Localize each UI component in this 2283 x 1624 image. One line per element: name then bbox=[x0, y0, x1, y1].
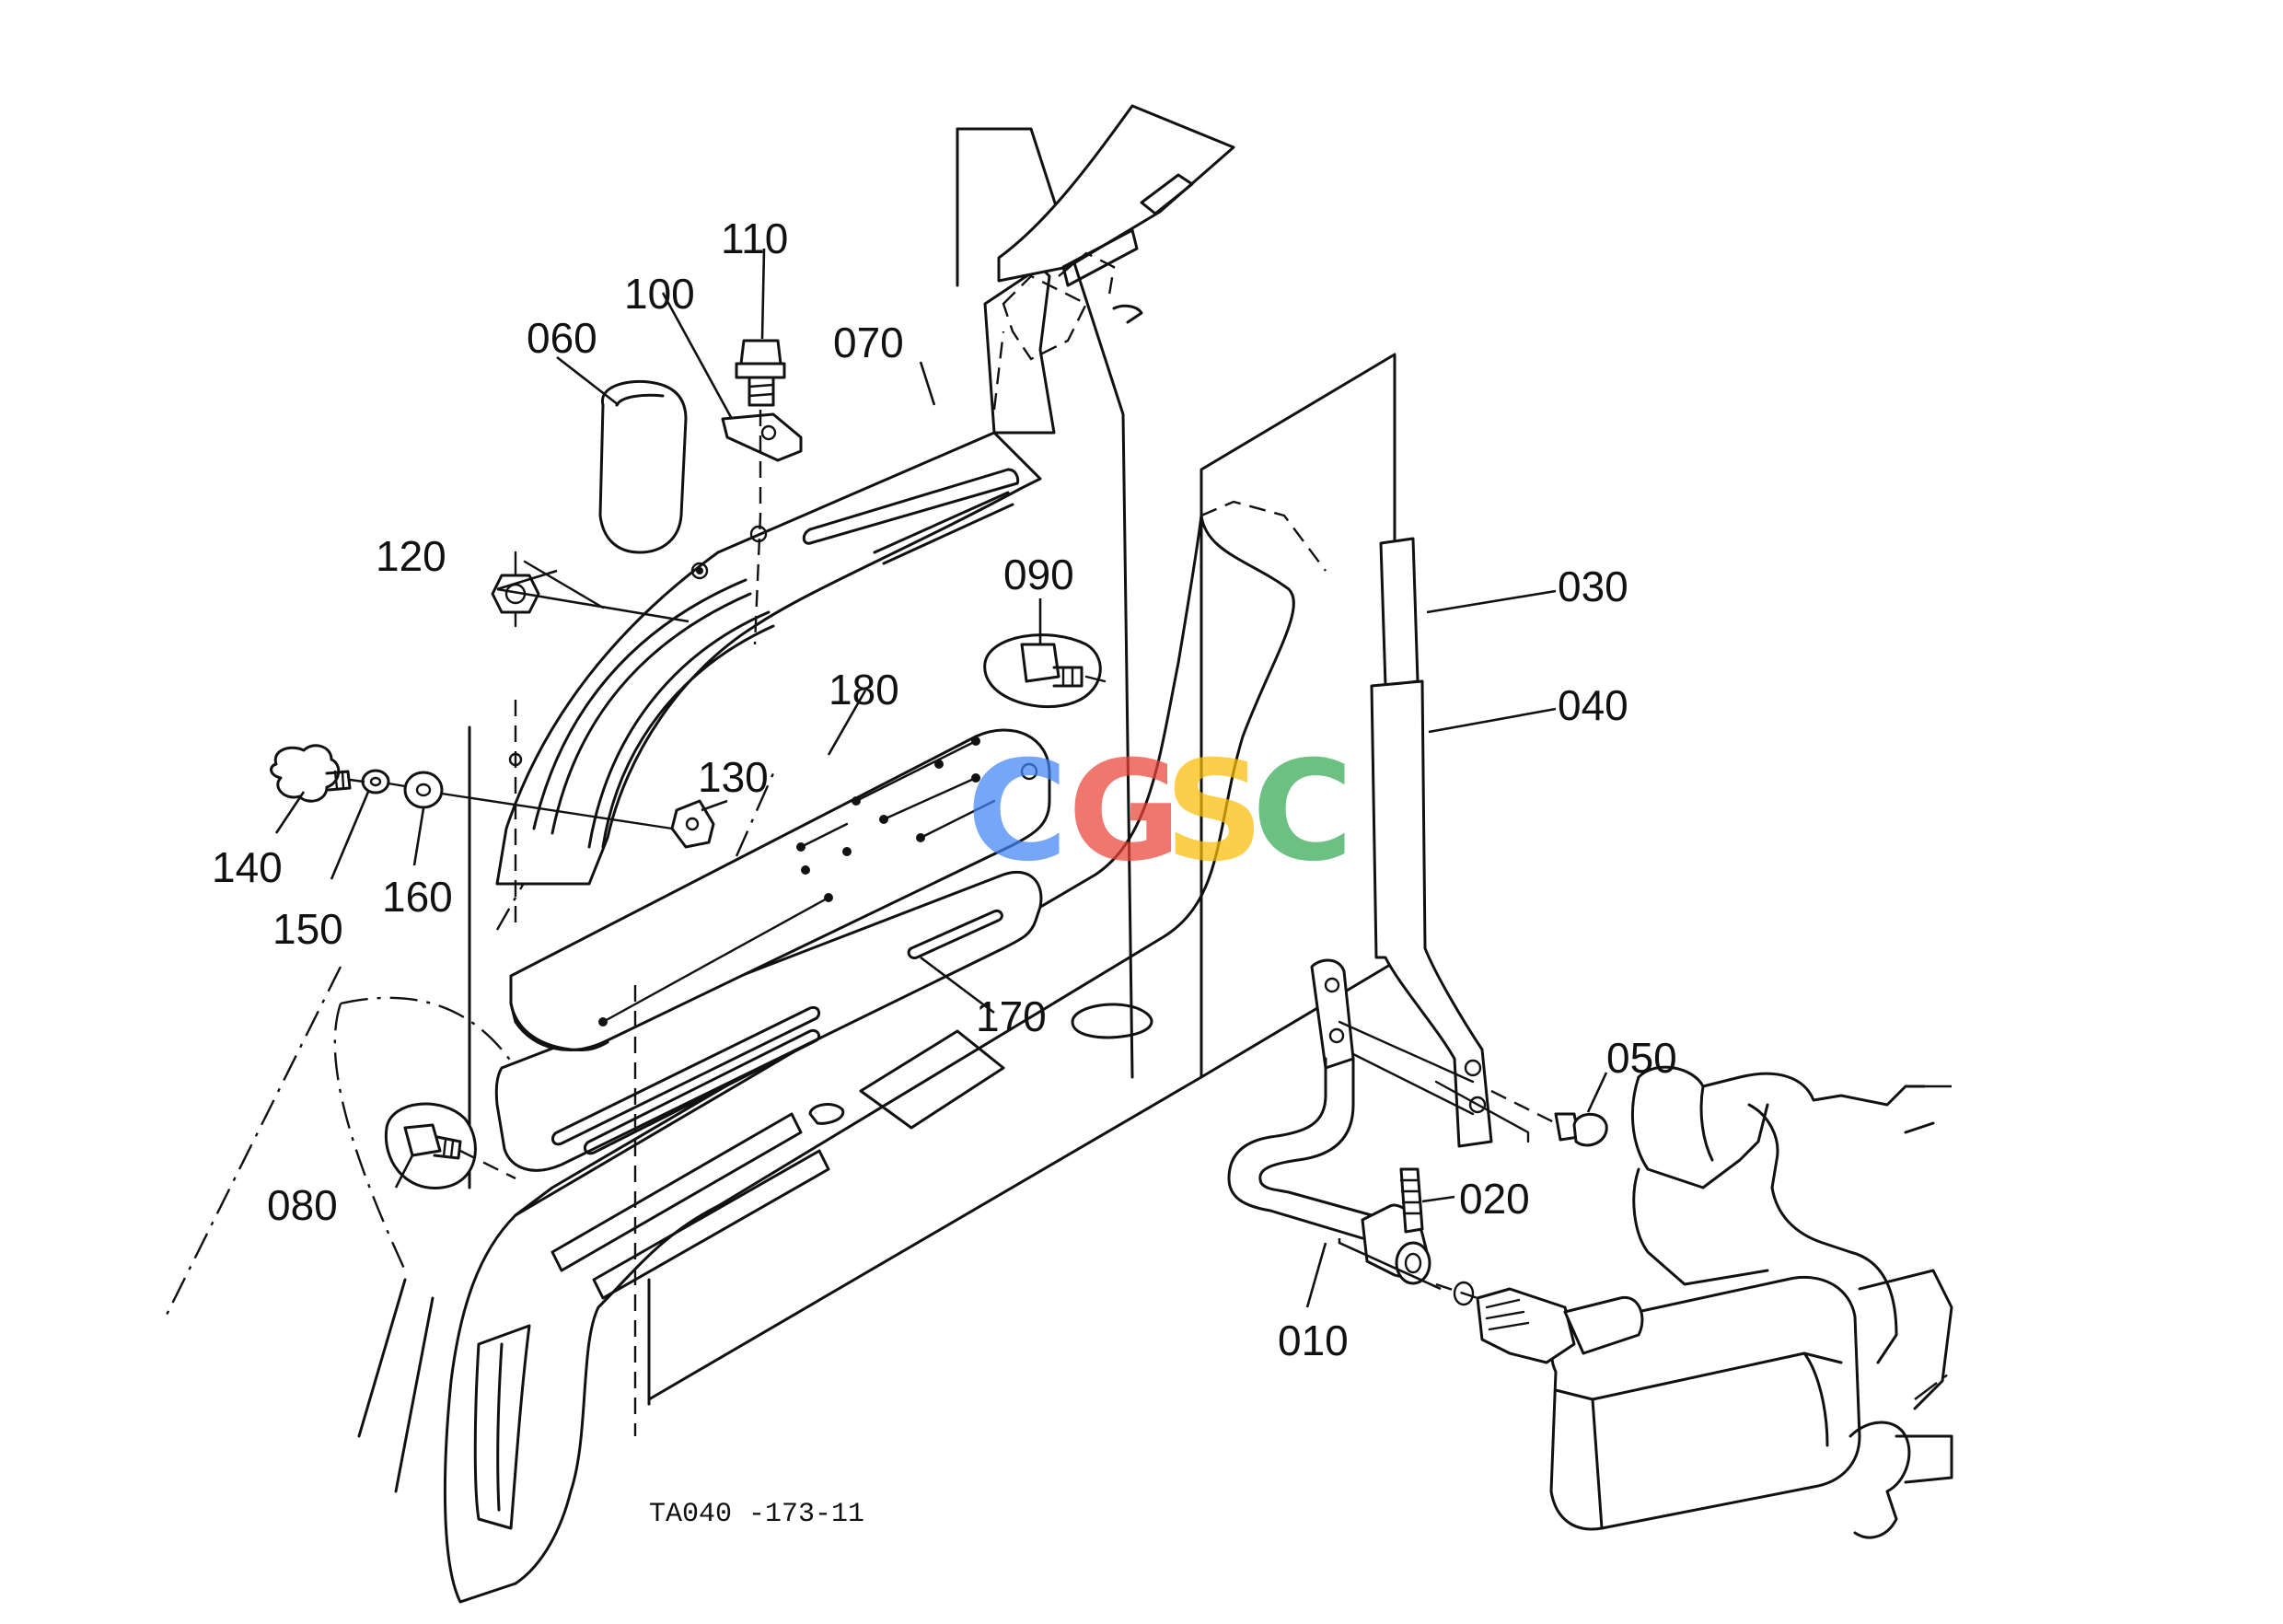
watermark-letter-4: C bbox=[1252, 732, 1353, 892]
bolt-090 bbox=[983, 633, 1107, 709]
watermark-letter-3: S bbox=[1165, 732, 1264, 892]
lever-030 bbox=[1379, 537, 1420, 688]
watermark: C G S C bbox=[967, 732, 1353, 892]
label-160[interactable]: 160 bbox=[382, 873, 453, 921]
bolt-080 bbox=[384, 1102, 516, 1189]
knob-060 bbox=[598, 379, 688, 554]
label-180[interactable]: 180 bbox=[829, 666, 899, 713]
nut-120 bbox=[491, 551, 605, 628]
label-040[interactable]: 040 bbox=[1558, 681, 1628, 729]
floor-body bbox=[443, 500, 1327, 1604]
leader-lines bbox=[274, 248, 1608, 1308]
part-labels: 010 020 030 040 050 060 070 080 090 100 … bbox=[212, 215, 1677, 1364]
watermark-letter-2: G bbox=[1068, 732, 1181, 892]
label-130[interactable]: 130 bbox=[698, 753, 769, 801]
label-070[interactable]: 070 bbox=[833, 319, 904, 366]
label-060[interactable]: 060 bbox=[527, 314, 597, 362]
label-020[interactable]: 020 bbox=[1459, 1175, 1530, 1223]
step-plate-180 bbox=[509, 700, 1051, 1436]
label-120[interactable]: 120 bbox=[376, 532, 446, 580]
assembly-line-knob bbox=[348, 778, 674, 830]
drawing-code: TA040 -173-11 bbox=[649, 1499, 864, 1530]
knob-140 bbox=[270, 744, 352, 803]
label-170[interactable]: 170 bbox=[976, 992, 1047, 1040]
bolt-050 bbox=[1490, 1089, 1608, 1147]
label-080[interactable]: 080 bbox=[267, 1181, 338, 1229]
label-110[interactable]: 110 bbox=[721, 215, 788, 262]
step-mat-170 bbox=[494, 870, 1043, 1172]
watermark-letter-1: C bbox=[967, 732, 1068, 892]
label-140[interactable]: 140 bbox=[212, 843, 283, 891]
label-150[interactable]: 150 bbox=[272, 905, 343, 953]
pin-020 bbox=[1399, 1167, 1424, 1234]
bolt-110 bbox=[735, 339, 786, 645]
label-100[interactable]: 100 bbox=[624, 270, 695, 318]
washer-160 bbox=[403, 771, 444, 809]
label-010[interactable]: 010 bbox=[1278, 1317, 1349, 1364]
pump-assembly bbox=[1435, 1065, 1953, 1539]
lever-040 bbox=[1370, 679, 1493, 1148]
label-090[interactable]: 090 bbox=[1003, 551, 1074, 598]
bracket-070 bbox=[495, 104, 1235, 886]
fender-outline bbox=[164, 772, 775, 1493]
label-050[interactable]: 050 bbox=[1606, 1034, 1677, 1082]
nut-130 bbox=[670, 799, 715, 849]
clip-100 bbox=[721, 412, 803, 462]
label-030[interactable]: 030 bbox=[1558, 563, 1628, 610]
washer-150 bbox=[361, 769, 390, 795]
